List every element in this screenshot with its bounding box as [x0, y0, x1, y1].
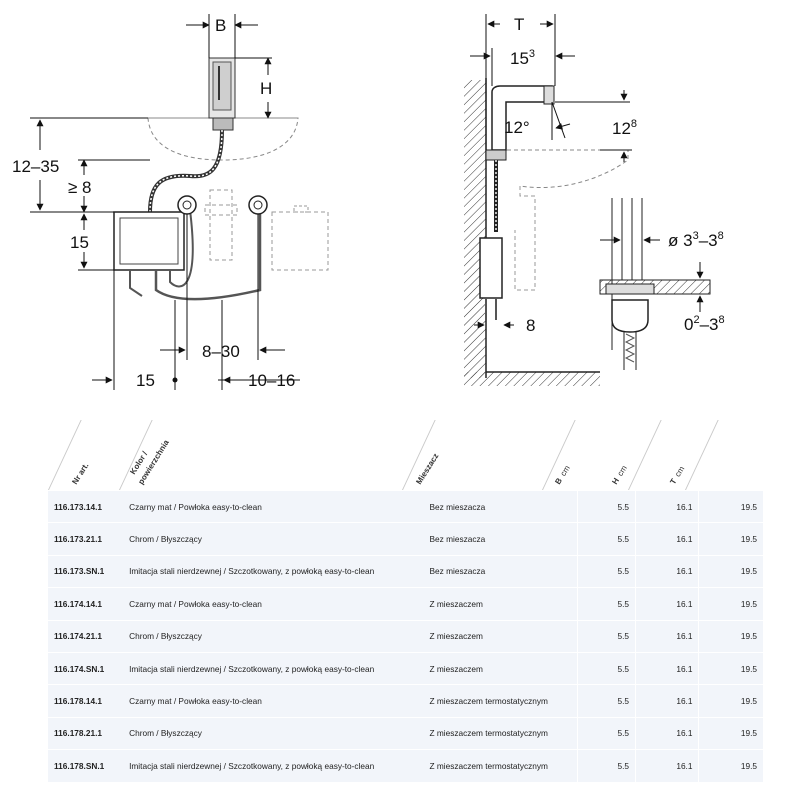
front-view: B H 12–35 ≥ 8 15 8–30 15: [12, 14, 329, 390]
cell-h: 16.1: [635, 619, 699, 653]
dim-T: T: [514, 15, 524, 34]
header-b: Bcm: [553, 463, 572, 486]
cell-t: 19.5: [698, 489, 763, 524]
dim-12-8: 128: [612, 118, 637, 138]
cell-color: Chrom / Błyszczący: [123, 522, 424, 556]
cell-art: 116.173.21.1: [48, 522, 124, 556]
dim-ge-8: ≥ 8: [68, 178, 92, 197]
detail-nut: [605, 283, 655, 295]
cell-color: Czarny mat / Powłoka easy-to-clean: [123, 684, 424, 718]
cell-color: Imitacja stali nierdzewnej / Szczotkowan…: [123, 651, 424, 686]
cell-h: 16.1: [635, 587, 699, 621]
cell-t: 19.5: [698, 554, 763, 589]
cell-art: 116.174.21.1: [48, 619, 124, 653]
cell-mixer: Z mieszaczem termostatycznym: [423, 684, 578, 718]
cell-t: 19.5: [698, 522, 763, 556]
cell-art: 116.173.14.1: [48, 489, 124, 524]
dim-12-35: 12–35: [12, 157, 59, 176]
cell-mixer: Bez mieszacza: [423, 554, 578, 589]
cell-mixer: Z mieszaczem: [423, 619, 578, 653]
cell-h: 16.1: [635, 716, 699, 751]
header-t: Tcm: [668, 464, 687, 486]
cell-t: 19.5: [698, 587, 763, 621]
cell-h: 16.1: [635, 651, 699, 686]
cell-t: 19.5: [698, 749, 763, 783]
cell-t: 19.5: [698, 619, 763, 653]
cell-b: 5.5: [576, 684, 636, 718]
dim-15-3: 153: [510, 48, 535, 68]
cell-mixer: Z mieszaczem: [423, 651, 578, 686]
cell-h: 16.1: [635, 749, 699, 783]
cell-b: 5.5: [576, 587, 636, 621]
technical-drawing: B H 12–35 ≥ 8 15 8–30 15: [12, 14, 725, 390]
cell-mixer: Z mieszaczem termostatycznym: [423, 716, 578, 751]
dim-10-16: 10–16: [248, 371, 295, 390]
spec-table: Nr art. Kolor / powierzchnia Mieszacz Bc…: [48, 410, 763, 783]
dim-thickness: 02–38: [684, 314, 725, 334]
cell-t: 19.5: [698, 684, 763, 718]
cell-art: 116.178.SN.1: [48, 749, 124, 783]
cell-color: Czarny mat / Powłoka easy-to-clean: [123, 489, 424, 524]
cell-color: Czarny mat / Powłoka easy-to-clean: [123, 587, 424, 621]
dim-8: 8: [526, 316, 535, 335]
dim-B: B: [215, 16, 226, 35]
cell-art: 116.173.SN.1: [48, 554, 124, 589]
detail-view: ø 33–38 02–38: [599, 198, 725, 370]
cell-art: 116.178.21.1: [48, 716, 124, 751]
cell-b: 5.5: [576, 716, 636, 751]
cell-art: 116.178.14.1: [48, 684, 124, 718]
cell-t: 19.5: [698, 651, 763, 686]
front-faucet: [208, 57, 236, 131]
cell-art: 116.174.SN.1: [48, 651, 124, 686]
cell-h: 16.1: [635, 489, 699, 524]
side-control-box: [479, 237, 503, 299]
front-basin: [147, 117, 299, 161]
dim-diameter: ø 33–38: [668, 230, 724, 250]
cell-h: 16.1: [635, 554, 699, 589]
header-h: Hcm: [610, 463, 629, 486]
front-power-socket: [271, 211, 329, 271]
cell-b: 5.5: [576, 749, 636, 783]
cell-b: 5.5: [576, 651, 636, 686]
dim-15-horizontal: 15: [136, 371, 155, 390]
cell-h: 16.1: [635, 522, 699, 556]
table-header: Nr art. Kolor / powierzchnia Mieszacz Bc…: [48, 410, 763, 490]
cell-b: 5.5: [576, 554, 636, 589]
cell-h: 16.1: [635, 684, 699, 718]
cell-mixer: Z mieszaczem termostatycznym: [423, 749, 578, 783]
cell-color: Chrom / Błyszczący: [123, 619, 424, 653]
header-art: Nr art.: [70, 461, 91, 486]
dim-angle-12: 12°: [504, 118, 530, 137]
cell-mixer: Bez mieszacza: [423, 489, 578, 524]
cell-b: 5.5: [576, 619, 636, 653]
cell-mixer: Bez mieszacza: [423, 522, 578, 556]
dim-H: H: [260, 79, 272, 98]
cell-art: 116.174.14.1: [48, 587, 124, 621]
cell-color: Imitacja stali nierdzewnej / Szczotkowan…: [123, 554, 424, 589]
dim-15-vertical: 15: [70, 233, 89, 252]
cell-color: Chrom / Błyszczący: [123, 716, 424, 751]
cell-mixer: Z mieszaczem: [423, 587, 578, 621]
dim-8-30: 8–30: [202, 342, 240, 361]
cell-b: 5.5: [576, 489, 636, 524]
side-view: T 153 12° 128 8: [464, 14, 637, 386]
front-control-box: [113, 211, 185, 271]
cell-b: 5.5: [576, 522, 636, 556]
cell-color: Imitacja stali nierdzewnej / Szczotkowan…: [123, 749, 424, 783]
cell-t: 19.5: [698, 716, 763, 751]
side-spout: [491, 85, 553, 151]
side-basin: [486, 149, 629, 189]
